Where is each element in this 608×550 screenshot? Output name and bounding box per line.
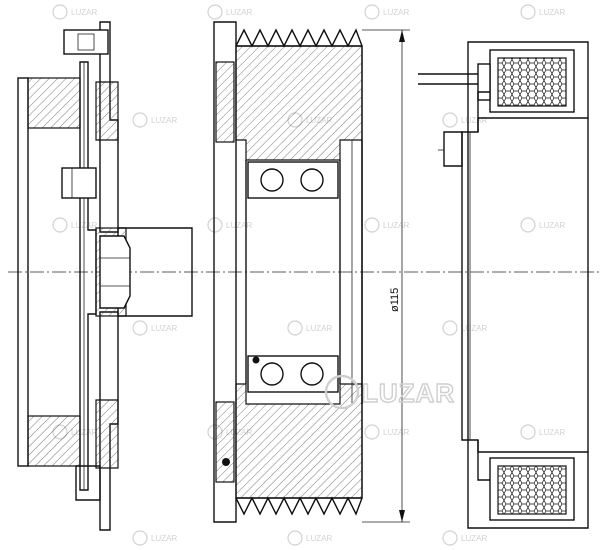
svg-text:LUZAR: LUZAR: [383, 221, 409, 230]
diameter-label: ø115: [389, 288, 401, 312]
svg-text:LUZAR: LUZAR: [383, 8, 409, 17]
watermark-logo-10: LUZAR: [364, 217, 409, 233]
top-bearing-ball-2: [300, 168, 324, 192]
svg-text:LUZAR: LUZAR: [306, 534, 332, 543]
hub-outer-face: [17, 77, 29, 467]
bottom-bearing-ball-1: [260, 362, 284, 386]
top-rivet-clip: [63, 29, 109, 55]
watermark-logo-14: LUZAR: [442, 320, 487, 336]
watermark-logo-19: LUZAR: [132, 530, 177, 546]
coil-housing: [461, 41, 589, 529]
pulley-rivet: [222, 458, 230, 466]
pulley-bottom-body: [235, 383, 363, 499]
hub-plate-section: [17, 21, 193, 531]
svg-text:LUZAR: LUZAR: [461, 534, 487, 543]
svg-text:LUZAR: LUZAR: [151, 324, 177, 333]
bearing-grease-dot: [252, 356, 260, 364]
bottom-coil-frame: [489, 457, 575, 521]
pulley-left-flange: [213, 21, 237, 523]
watermark-logo-9: LUZAR: [207, 217, 252, 233]
watermark-logo-5: LUZAR: [132, 112, 177, 128]
watermark-logo-20: LUZAR: [287, 530, 332, 546]
top-coil-winding: [497, 57, 567, 107]
watermark-logo-7: LUZAR: [442, 112, 487, 128]
svg-text:LUZAR: LUZAR: [71, 8, 97, 17]
dimension-arrow-bottom: [399, 510, 405, 522]
brand-logo-watermark: LUZAR: [324, 374, 455, 410]
coil-connector: [477, 63, 491, 101]
bottom-coil-winding: [497, 465, 567, 515]
diameter-dimension: ø115: [362, 29, 410, 523]
svg-text:LUZAR: LUZAR: [226, 8, 252, 17]
watermark-logo-21: LUZAR: [442, 530, 487, 546]
watermark-logo-2: LUZAR: [207, 4, 252, 20]
svg-text:LUZAR: LUZAR: [539, 428, 565, 437]
svg-text:LUZAR: LUZAR: [461, 324, 487, 333]
svg-text:LUZAR: LUZAR: [461, 116, 487, 125]
bottom-plate-tab: [75, 465, 101, 501]
watermark-logo-11: LUZAR: [520, 217, 565, 233]
pulley-top-body: [235, 45, 363, 161]
svg-text:LUZAR: LUZAR: [151, 534, 177, 543]
bottom-bearing-ball-2: [300, 362, 324, 386]
hub-bottom-friction-block: [27, 415, 81, 467]
watermark-logo-18: LUZAR: [520, 424, 565, 440]
armature-plate: [79, 61, 97, 491]
svg-text:LUZAR: LUZAR: [383, 428, 409, 437]
brand-logo-icon: [324, 374, 360, 410]
brand-logo-text: LUZAR: [362, 378, 455, 408]
top-bearing-ball-1: [260, 168, 284, 192]
watermark-logo-1: LUZAR: [52, 4, 97, 20]
watermark-logo-3: LUZAR: [364, 4, 409, 20]
svg-text:LUZAR: LUZAR: [539, 221, 565, 230]
hub-top-friction-block: [27, 77, 81, 129]
svg-text:LUZAR: LUZAR: [539, 8, 565, 17]
svg-text:LUZAR: LUZAR: [306, 324, 332, 333]
watermark-logo-17: LUZAR: [364, 424, 409, 440]
center-nut: [99, 235, 131, 309]
field-coil-section: [418, 41, 589, 529]
svg-text:LUZAR: LUZAR: [151, 116, 177, 125]
coil-locating-tab: [443, 131, 463, 167]
watermark-logo-13: LUZAR: [287, 320, 332, 336]
watermark-logo-12: LUZAR: [132, 320, 177, 336]
top-belt-grooves: [235, 28, 363, 48]
side-bolt: [61, 167, 97, 199]
svg-text:LUZAR: LUZAR: [226, 221, 252, 230]
bottom-belt-grooves: [235, 496, 363, 516]
watermark-logo-4: LUZAR: [520, 4, 565, 20]
pulley-section: [213, 21, 363, 523]
dimension-arrow-top: [399, 30, 405, 42]
